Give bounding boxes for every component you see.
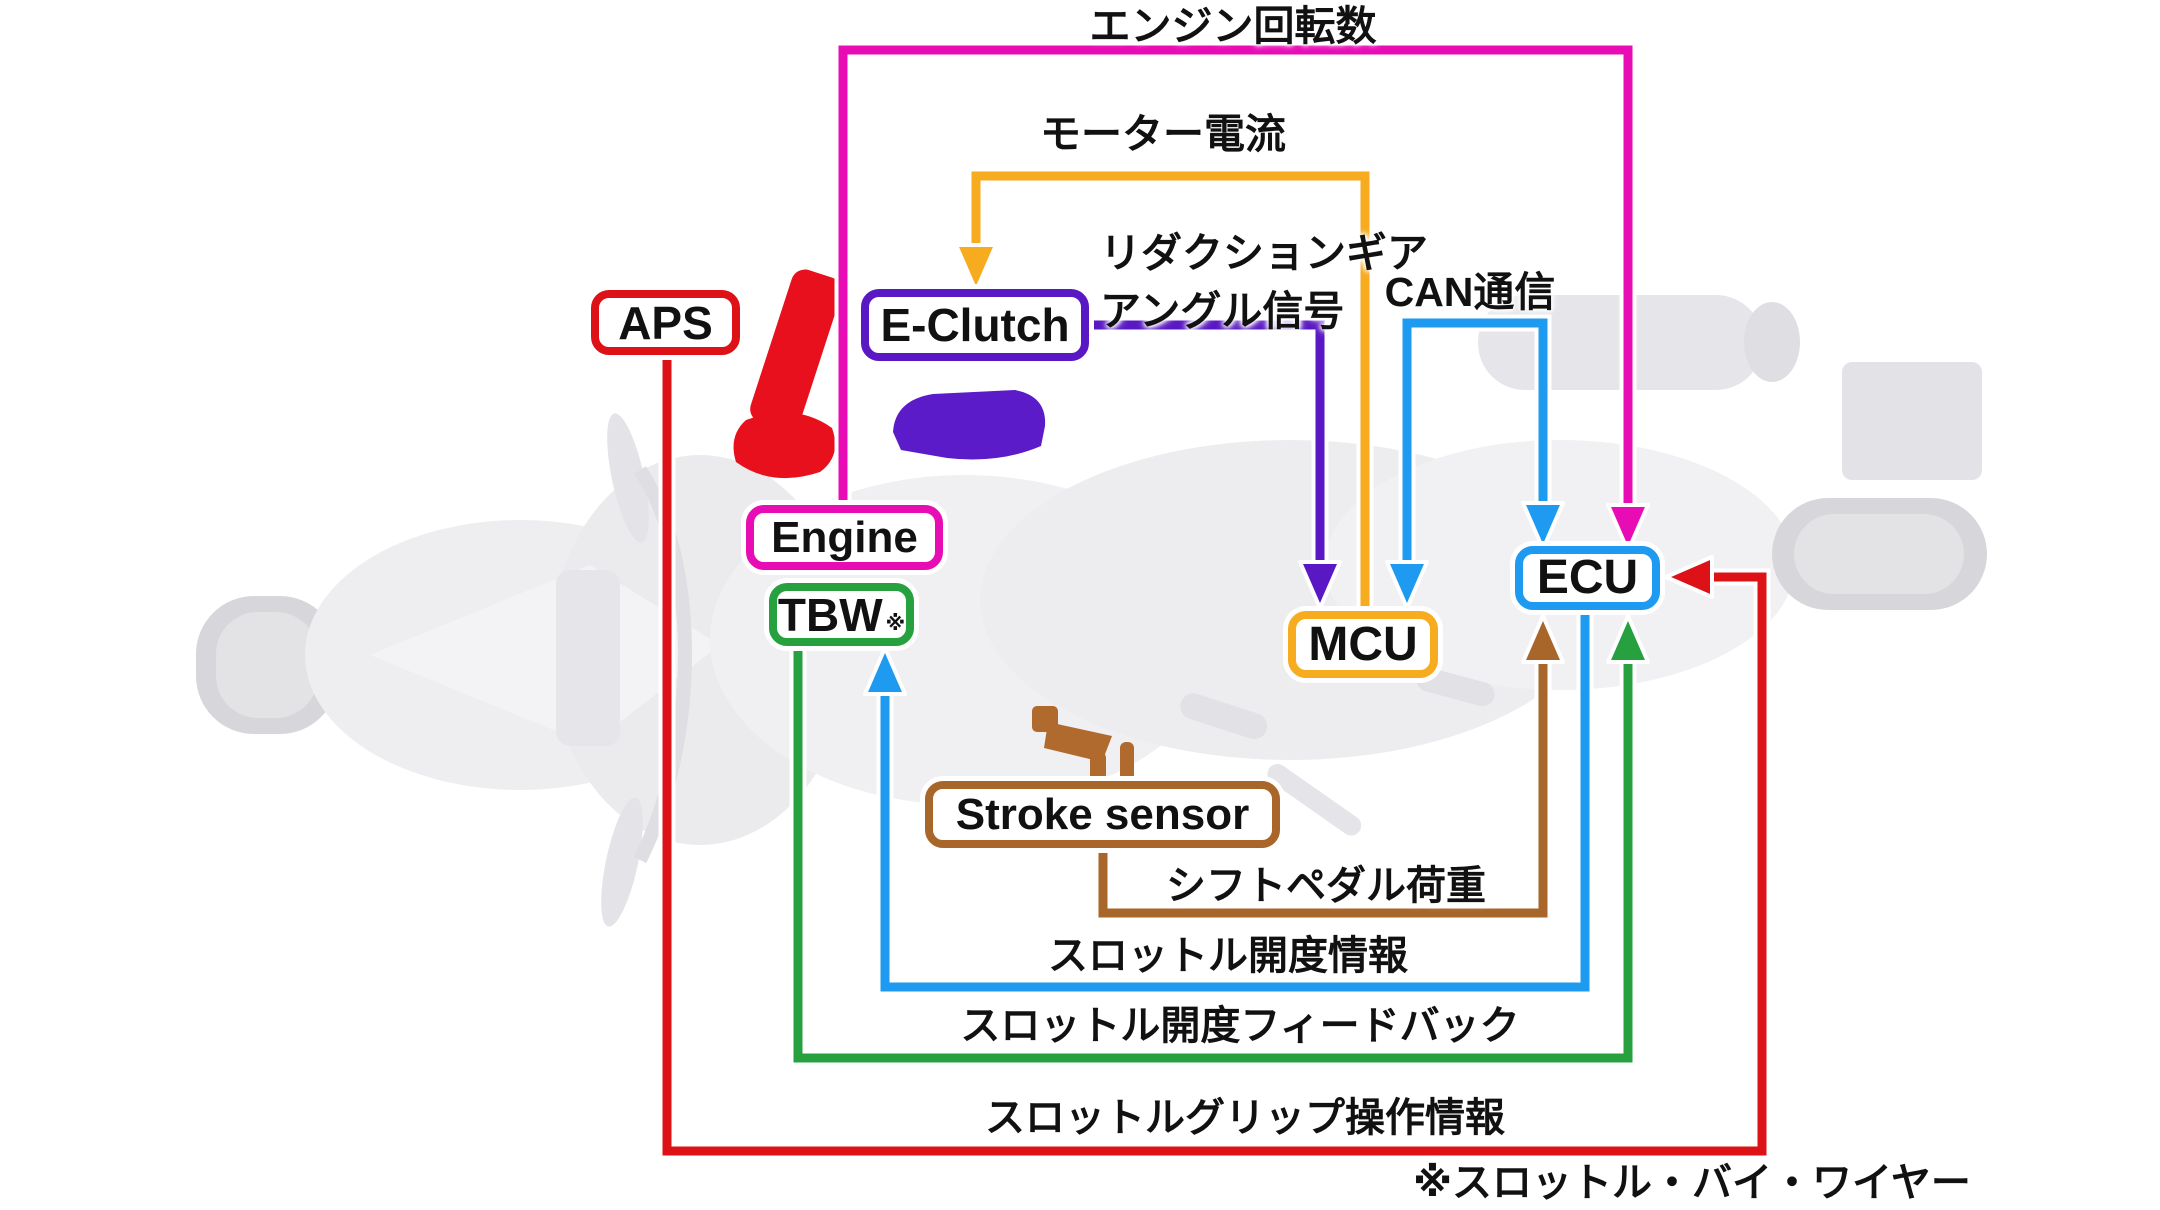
arrow-throttle-info-into-tbw <box>863 646 907 696</box>
wire-throttle-grip-operation <box>662 354 1767 1156</box>
wire-reduction-gear-angle <box>1088 320 1325 562</box>
wire-motor-current <box>971 171 1370 612</box>
arrow-shift-pedal-into-ecu <box>1521 614 1565 664</box>
arrow-motor-current-into-e-clutch <box>954 243 998 293</box>
box-engine: Engine <box>746 505 943 570</box>
wire-shift-pedal-load <box>1098 662 1548 918</box>
box-mcu: MCU <box>1288 611 1438 678</box>
throttle-grip-highlight <box>733 269 842 479</box>
wire-engine-rpm <box>838 45 1633 506</box>
arrow-can-into-mcu <box>1385 560 1429 610</box>
label-throttle-grip-operation: スロットルグリップ操作情報 <box>985 1096 1505 1140</box>
label-shift-pedal-load: シフトペダル荷重 <box>1166 864 1486 908</box>
box-engine-label: Engine <box>771 512 918 562</box>
label-reduction-gear-angle-line2: アングル信号 <box>1100 288 1345 335</box>
label-engine-rpm: エンジン回転数 <box>1089 3 1377 49</box>
box-tbw-label: TBW <box>777 588 883 641</box>
box-ecu-label: ECU <box>1536 551 1639 604</box>
arrow-can-into-ecu <box>1521 501 1565 551</box>
footnote-throttle-by-wire: ※スロットル・バイ・ワイヤー <box>1413 1161 1971 1205</box>
arrow-throttle-feedback-into-ecu <box>1606 614 1650 664</box>
signal-wires <box>658 41 1771 1160</box>
wire-throttle-opening-info <box>880 612 1590 992</box>
box-aps-label: APS <box>618 296 713 349</box>
e-clutch-unit-highlight <box>893 390 1046 460</box>
label-throttle-opening-feedback: スロットル開度フィードバック <box>960 1004 1520 1048</box>
signal-arrowheads <box>863 243 1714 696</box>
box-stroke-sensor: Stroke sensor <box>925 781 1280 848</box>
box-tbw: TBW ※ <box>769 583 914 646</box>
arrow-throttle-grip-into-ecu <box>1664 555 1714 599</box>
label-reduction-gear-angle-line1: リダクションギア <box>1100 230 1428 276</box>
box-e-clutch: E-Clutch <box>861 289 1089 361</box>
arrow-engine-rpm-into-ecu <box>1606 503 1650 553</box>
label-reduction-gear-angle: リダクションギア アングル信号 <box>1100 224 1428 340</box>
stroke-sensor-highlight <box>1032 706 1134 794</box>
box-stroke-sensor-label: Stroke sensor <box>955 789 1250 839</box>
wire-throttle-opening-feedback <box>793 645 1633 1063</box>
arrow-reduction-gear-into-mcu <box>1298 560 1342 610</box>
box-tbw-footnote-mark: ※ <box>885 613 906 635</box>
box-aps: APS <box>591 290 740 355</box>
label-can: CAN通信 <box>1384 269 1556 315</box>
wire-can <box>1402 318 1548 562</box>
box-ecu: ECU <box>1515 546 1660 610</box>
label-motor-current: モーター電流 <box>1040 111 1286 157</box>
box-mcu-label: MCU <box>1308 617 1418 671</box>
box-e-clutch-label: E-Clutch <box>880 299 1070 351</box>
label-throttle-opening-info: スロットル開度情報 <box>1048 934 1408 978</box>
